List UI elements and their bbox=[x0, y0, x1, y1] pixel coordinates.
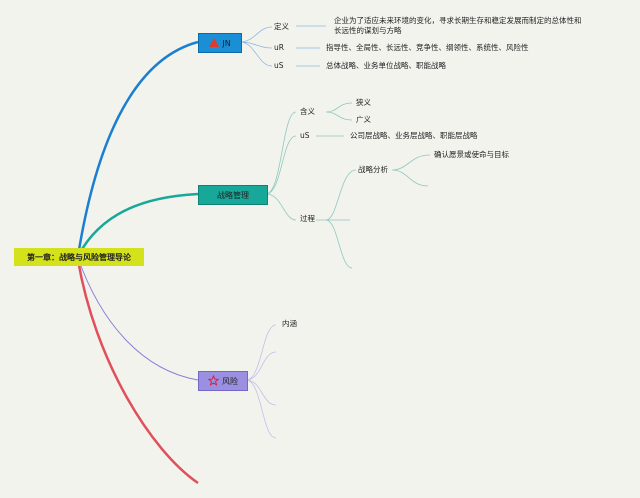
branch3-label: 风险 bbox=[222, 376, 238, 386]
b2-meaning[interactable]: 含义 bbox=[300, 107, 315, 116]
root-label: 第一章：战略与风险管理导论 bbox=[27, 252, 131, 262]
red-branch-connector bbox=[76, 259, 199, 485]
b1-child-us[interactable]: uS bbox=[274, 61, 284, 70]
warning-triangle-icon bbox=[209, 37, 220, 49]
b1-child-connectors bbox=[239, 26, 273, 67]
b3-connotation[interactable]: 内涵 bbox=[282, 319, 297, 328]
branch1-node[interactable]: JN bbox=[198, 33, 242, 53]
b2-process[interactable]: 过程 bbox=[300, 214, 315, 223]
b1-ur-detail: 指导性、全局性、长远性、竞争性、纲领性、系统性、风险性 bbox=[326, 43, 529, 52]
b2-meaning-narrow[interactable]: 狭义 bbox=[356, 98, 371, 107]
b2-child-connectors bbox=[265, 111, 297, 221]
branch3-node[interactable]: 风险 bbox=[198, 371, 248, 391]
b3-child-connectors bbox=[245, 324, 277, 439]
b2-levels[interactable]: uS bbox=[300, 131, 310, 140]
b2-strategy-analysis[interactable]: 战略分析 bbox=[358, 165, 388, 174]
branch2-label: 战略管理 bbox=[217, 190, 249, 200]
b2-analysis-vision[interactable]: 确认愿景或使命与目标 bbox=[434, 150, 509, 159]
b2-analysis-connectors bbox=[391, 154, 431, 187]
b2-meaning-connectors bbox=[325, 102, 353, 121]
branch2-connector bbox=[76, 192, 199, 257]
b1-definition-detail: 企业为了适应未来环境的变化，寻求长期生存和稳定发展而制定的总体性和长远性的谋划与… bbox=[334, 16, 582, 35]
branch1-label: JN bbox=[222, 38, 231, 48]
branch2-node[interactable]: 战略管理 bbox=[198, 185, 268, 205]
b2-process-connectors bbox=[316, 169, 357, 269]
b1-child-ur[interactable]: uR bbox=[274, 43, 284, 52]
root-node[interactable]: 第一章：战略与风险管理导论 bbox=[14, 248, 144, 266]
branch3-connector bbox=[77, 257, 199, 381]
star-icon bbox=[207, 374, 220, 388]
b2-meaning-broad[interactable]: 广义 bbox=[356, 115, 371, 124]
b2-levels-detail: 公司层战略、业务层战略、职能层战略 bbox=[350, 131, 478, 140]
b1-child-definition[interactable]: 定义 bbox=[274, 22, 289, 31]
b1-detail-lines bbox=[296, 25, 326, 67]
b1-us-detail: 总体战略、业务单位战略、职能战略 bbox=[326, 61, 446, 70]
branch1-connector bbox=[76, 40, 199, 257]
